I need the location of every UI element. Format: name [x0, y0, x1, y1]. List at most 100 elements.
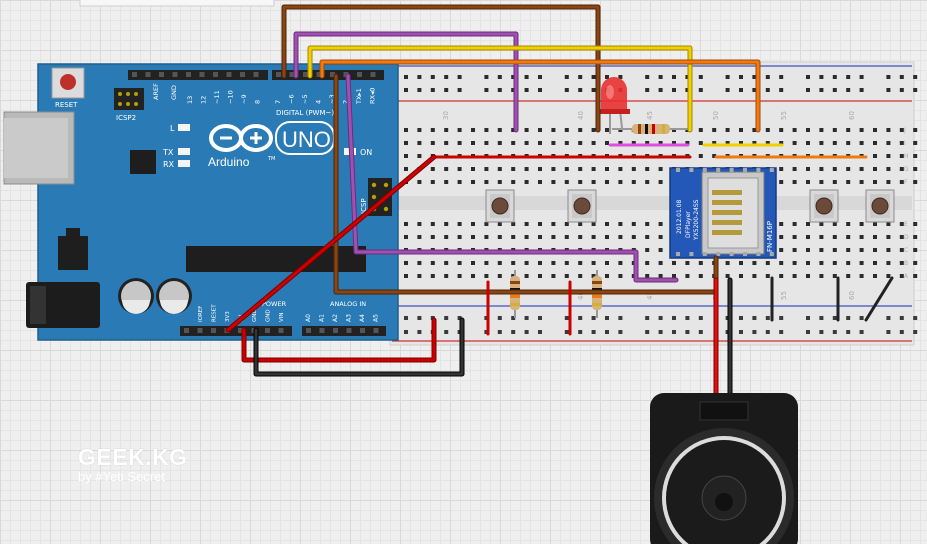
bb-hole: [886, 222, 891, 226]
bb-hole: [471, 141, 475, 145]
arduino-logo: [209, 124, 273, 152]
bb-row-letter: F: [904, 179, 908, 186]
bb-hole: [899, 167, 904, 171]
reset-button-cap[interactable]: [60, 74, 76, 90]
bb-hole: [658, 261, 663, 265]
bb-hole: [631, 235, 636, 239]
bb-hole: [779, 235, 784, 239]
bb-hole: [618, 180, 623, 184]
bb-hole: [672, 316, 676, 320]
bb-hole: [779, 88, 784, 92]
bb-hole: [645, 235, 650, 239]
bb-hole: [698, 316, 703, 320]
bb-hole: [832, 75, 837, 79]
bb-hole: [417, 235, 422, 239]
bb-hole: [886, 88, 891, 92]
digital-pin-label: 13: [186, 96, 194, 104]
bb-hole: [605, 316, 609, 320]
resistor-led: [612, 124, 690, 134]
watermark-subtitle: by #Yeti Secret: [78, 469, 165, 484]
bb-hole: [779, 248, 784, 252]
bb-hole: [698, 261, 703, 265]
bb-hole: [511, 88, 516, 92]
bb-hole: [417, 88, 422, 92]
bb-hole: [551, 141, 556, 145]
bb-hole: [886, 75, 891, 79]
bb-hole: [819, 88, 824, 92]
mp3-pin: [689, 168, 694, 172]
bb-hole: [752, 330, 757, 334]
bb-hole: [564, 316, 569, 320]
bb-hole: [913, 75, 918, 79]
bb-hole: [832, 222, 837, 226]
bb-hole: [698, 154, 703, 158]
bb-hole: [792, 235, 797, 239]
bb-hole: [859, 248, 864, 252]
bb-hole: [886, 180, 891, 184]
push-button-cap[interactable]: [573, 197, 591, 215]
bb-hole: [631, 141, 636, 145]
tx-led: [178, 148, 190, 155]
power-pin-label: GND: [252, 309, 258, 322]
bb-hole: [618, 330, 623, 334]
bb-hole: [524, 261, 529, 265]
header-pin: [186, 72, 191, 77]
bb-hole: [538, 316, 542, 320]
bb-hole: [578, 261, 583, 265]
bb-hole: [511, 167, 516, 171]
analog-pin-label: A2: [332, 314, 339, 322]
bb-hole: [725, 274, 730, 278]
bb-hole: [645, 167, 650, 171]
bb-hole: [578, 235, 583, 239]
bb-hole: [819, 316, 824, 320]
bb-hole: [739, 316, 743, 320]
bb-hole: [846, 235, 851, 239]
bb-hole: [591, 235, 596, 239]
bb-hole: [819, 330, 824, 334]
push-button-cap[interactable]: [491, 197, 509, 215]
bb-hole: [792, 180, 797, 184]
bb-hole: [792, 128, 797, 132]
bb-hole: [873, 141, 877, 145]
bb-hole: [913, 330, 918, 334]
bb-hole: [538, 88, 542, 92]
bb-hole: [859, 330, 864, 334]
bb-hole: [564, 274, 569, 278]
bb-hole: [846, 75, 851, 79]
bb-hole: [591, 88, 596, 92]
header-pin: [330, 72, 335, 77]
bb-hole: [471, 235, 475, 239]
bb-hole: [404, 75, 408, 79]
bb-hole: [698, 88, 703, 92]
bb-hole: [873, 180, 877, 184]
bb-hole: [497, 88, 502, 92]
digital-pin-label: ~11: [213, 90, 221, 104]
bb-hole: [765, 274, 770, 278]
push-button-cap[interactable]: [815, 197, 833, 215]
bb-hole: [658, 274, 663, 278]
mp3-pin: [743, 168, 747, 172]
bb-hole: [685, 141, 690, 145]
tx-led-label: TX: [162, 148, 174, 157]
digital-pin-label: ~9: [240, 94, 248, 104]
bb-hole: [618, 261, 623, 265]
bb-hole: [511, 235, 516, 239]
bb-hole: [417, 128, 422, 132]
wires: [225, 4, 894, 403]
bb-hole: [538, 167, 542, 171]
bb-hole: [739, 330, 743, 334]
bb-hole: [832, 180, 837, 184]
bb-hole: [886, 274, 891, 278]
push-button-cap[interactable]: [871, 197, 889, 215]
mp3-pin: [689, 252, 694, 256]
bb-hole: [430, 222, 435, 226]
bb-hole: [899, 180, 904, 184]
bb-hole: [886, 128, 891, 132]
bb-hole: [832, 261, 837, 265]
bb-hole: [484, 141, 489, 145]
bb-hole: [618, 316, 623, 320]
bb-hole: [913, 141, 918, 145]
bb-hole: [497, 330, 502, 334]
bb-hole: [739, 261, 743, 265]
